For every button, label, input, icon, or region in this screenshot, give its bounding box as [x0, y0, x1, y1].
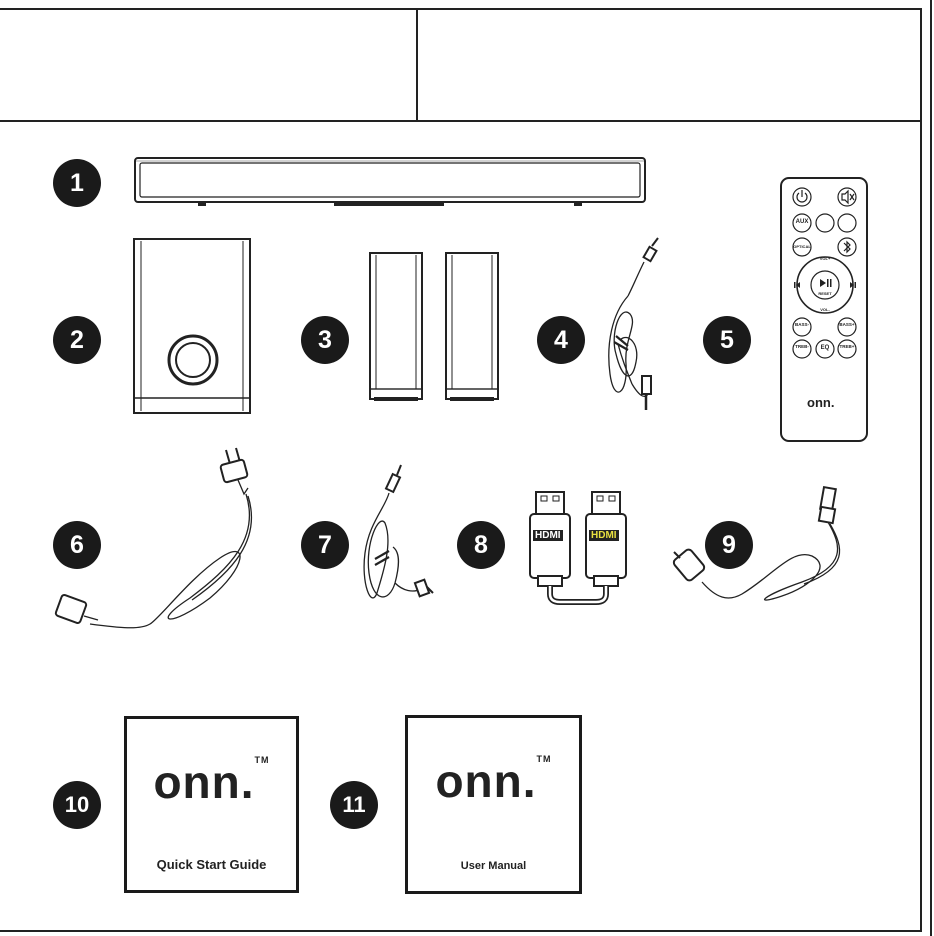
remote-key-aux: AUX	[792, 219, 812, 225]
rca-cable-illustration	[598, 244, 664, 416]
user-manual-brand-text: onn.	[435, 755, 536, 807]
badge-7: 7	[301, 521, 349, 569]
hdmi-cable-illustration: HDMI HDMI	[526, 490, 636, 608]
remote-key-treb-down: TREB-	[792, 344, 812, 349]
quick-start-guide-booklet: onn.TM Quick Start Guide	[124, 716, 299, 893]
remote-key-eq: EQ	[815, 345, 835, 351]
quick-start-caption: Quick Start Guide	[127, 857, 296, 872]
header-divider	[0, 120, 922, 122]
badge-3: 3	[301, 316, 349, 364]
remote-key-optical: OPTICAL	[790, 244, 814, 249]
remote-key-bass-down: BASS-	[792, 322, 812, 327]
header-cell-right	[420, 10, 920, 120]
remote-key-bass-up: BASS+	[837, 322, 857, 327]
remote-key-reset: RESET	[815, 291, 835, 296]
badge-4: 4	[537, 316, 585, 364]
user-manual-booklet: onn.TM User Manual	[405, 715, 582, 894]
subwoofer-illustration	[133, 238, 251, 416]
satellite-speakers-illustration	[368, 251, 498, 403]
remote-key-vol-up: VOL+	[815, 256, 835, 261]
remote-brand-logo: onn.	[807, 395, 834, 410]
user-manual-caption: User Manual	[408, 860, 579, 872]
page-edge-line	[930, 0, 932, 936]
hdmi-label-left: HDMI	[533, 530, 563, 541]
badge-10: 10	[53, 781, 101, 829]
badge-5: 5	[703, 316, 751, 364]
badge-8: 8	[457, 521, 505, 569]
badge-1: 1	[53, 159, 101, 207]
quick-start-brand: onn.TM	[127, 755, 296, 809]
remote-key-treb-up: TREB+	[837, 344, 857, 349]
power-cord-illustration	[50, 448, 262, 636]
remote-key-vol-down: VOL-	[815, 307, 835, 312]
header-cell-left	[2, 10, 414, 120]
hdmi-label-right: HDMI	[589, 530, 619, 541]
optical-cable-illustration	[672, 486, 858, 608]
remote-control-illustration: AUX OPTICAL VOL+ RESET VOL- BASS- BASS+ …	[780, 177, 868, 443]
soundbar-illustration	[134, 157, 646, 209]
quick-start-brand-text: onn.	[153, 756, 254, 808]
header-divider-vertical	[416, 8, 418, 121]
badge-2: 2	[53, 316, 101, 364]
user-manual-brand: onn.TM	[408, 754, 579, 808]
quick-start-tm: TM	[255, 755, 270, 765]
badge-11: 11	[330, 781, 378, 829]
aux-cable-illustration	[355, 463, 435, 613]
user-manual-tm: TM	[537, 754, 552, 764]
